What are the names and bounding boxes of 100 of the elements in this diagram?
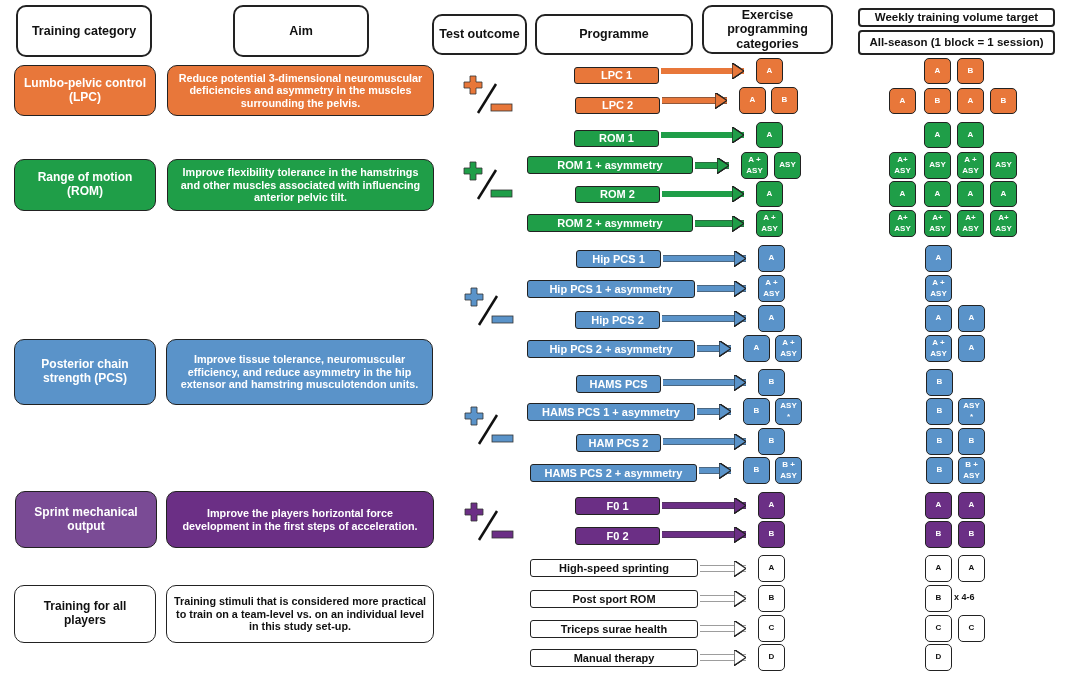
session-block: A (924, 122, 951, 148)
programme-box: Post sport ROM (530, 590, 698, 608)
session-block: A (756, 122, 783, 148)
programme-box: F0 2 (575, 527, 660, 545)
programme-box: Triceps surae health (530, 620, 698, 638)
arrow (699, 461, 732, 480)
session-block: B (758, 585, 785, 612)
category-box: Range of motion (ROM) (14, 159, 156, 211)
arrow (661, 126, 745, 144)
session-block: A (758, 555, 785, 582)
session-block: ASY * (958, 398, 985, 425)
arrow (697, 339, 732, 358)
session-block: B + ASY (775, 457, 802, 484)
programme-box: LPC 1 (574, 67, 659, 84)
programme-box: High-speed sprinting (530, 559, 698, 577)
session-block: A (889, 181, 916, 207)
session-block: A+ ASY (889, 152, 916, 179)
session-block: A (925, 305, 952, 332)
column-header: All-season (1 block = 1 session) (858, 30, 1055, 55)
category-box: Training for all players (14, 585, 156, 643)
session-block: A (925, 245, 952, 272)
programme-box: Manual therapy (530, 649, 698, 667)
column-header: Programme (535, 14, 693, 55)
session-block: B (926, 398, 953, 425)
arrow (697, 279, 747, 298)
session-block: A (743, 335, 770, 362)
session-block: A (756, 58, 783, 84)
aim-box: Improve tissue tolerance, neuromuscular efficiency, and reduce asymmetry in the hip extensor and hamstring musculotendon units. (166, 339, 433, 405)
session-block: A + ASY (741, 152, 768, 179)
session-block: B (743, 457, 770, 484)
session-block: A (924, 58, 951, 84)
session-block: B (758, 428, 785, 455)
programme-box: Hip PCS 1 (576, 250, 661, 268)
arrow (663, 249, 747, 268)
programme-box: Hip PCS 2 + asymmetry (527, 340, 695, 358)
column-header: Weekly training volume target (858, 8, 1055, 27)
arrow (695, 156, 730, 175)
session-block: A (758, 245, 785, 272)
arrow (697, 402, 732, 421)
arrow (663, 373, 747, 392)
session-block: A (924, 181, 951, 207)
session-block: A + ASY (756, 210, 783, 237)
column-header: Exercise programming categories (702, 5, 833, 54)
session-block: ASY (990, 152, 1017, 179)
category-box: Lumbo-pelvic control (LPC) (14, 65, 156, 116)
session-block: A+ ASY (957, 210, 984, 237)
programme-box: Hip PCS 1 + asymmetry (527, 280, 695, 298)
arrow (695, 214, 745, 233)
programme-box: HAM PCS 2 (576, 434, 661, 452)
session-block: A (758, 305, 785, 332)
arrow (662, 185, 745, 203)
arrow (662, 525, 747, 544)
session-block: A + ASY (925, 275, 952, 302)
programme-box: F0 1 (575, 497, 660, 515)
multiplier-note: x 4-6 (954, 592, 975, 602)
programme-box: ROM 1 (574, 130, 659, 147)
session-block: B (990, 88, 1017, 114)
arrow (662, 309, 747, 328)
session-block: B + ASY (958, 457, 985, 484)
programme-box: HAMS PCS 2 + asymmetry (530, 464, 697, 482)
aim-box: Training stimuli that is considered more practical to train on a team-level vs. on an individual level in this study set-up. (166, 585, 434, 643)
category-box: Sprint mechanical output (15, 491, 157, 548)
session-block: A + ASY (775, 335, 802, 362)
column-header: Test outcome (432, 14, 527, 55)
arrow (662, 91, 728, 110)
session-block: ASY (774, 152, 801, 179)
arrow (662, 496, 747, 515)
session-block: C (925, 615, 952, 642)
session-block: A (958, 555, 985, 582)
session-block: A+ ASY (990, 210, 1017, 237)
session-block: A (958, 492, 985, 519)
session-block: A + ASY (925, 335, 952, 362)
session-block: A (925, 555, 952, 582)
session-block: A + ASY (758, 275, 785, 302)
session-block: B (926, 457, 953, 484)
session-block: A (925, 492, 952, 519)
programme-box: ROM 2 (575, 186, 660, 203)
column-header: Training category (16, 5, 152, 57)
session-block: D (758, 644, 785, 671)
session-block: B (957, 58, 984, 84)
session-block: B (771, 87, 798, 114)
aim-box: Improve the players horizontal force development in the first steps of acceleration. (166, 491, 434, 548)
session-block: C (758, 615, 785, 642)
session-block: A (957, 181, 984, 207)
session-block: A (889, 88, 916, 114)
session-block: A (958, 305, 985, 332)
session-block: ASY (924, 152, 951, 179)
session-block: A (957, 122, 984, 148)
session-block: B (924, 88, 951, 114)
session-block: B (958, 521, 985, 548)
session-block: D (925, 644, 952, 671)
session-block: A (756, 181, 783, 207)
session-block: A (739, 87, 766, 114)
session-block: A (958, 335, 985, 362)
session-block: A (758, 492, 785, 519)
session-block: A (990, 181, 1017, 207)
programme-box: HAMS PCS (576, 375, 661, 393)
session-block: B (925, 585, 952, 612)
session-block: B (925, 521, 952, 548)
aim-box: Improve flexibility tolerance in the hamstrings and other muscles associated with influencing anterior pelvic tilt. (167, 159, 434, 211)
